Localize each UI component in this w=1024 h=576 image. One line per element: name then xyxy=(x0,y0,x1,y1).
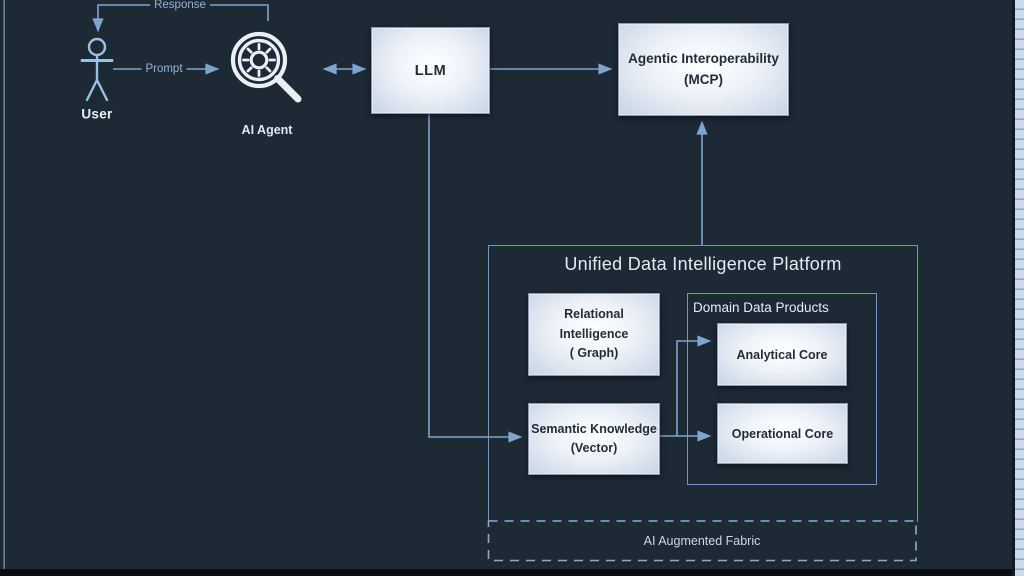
response-edge-label: Response xyxy=(150,0,210,11)
bottom-letterbox-bar xyxy=(0,569,1012,576)
domain-container: Domain Data Products xyxy=(687,293,877,485)
mcp-node: Agentic Interoperability (MCP) xyxy=(618,23,789,116)
ai-agent-magnifier-gear-icon xyxy=(230,31,302,103)
platform-container: Unified Data Intelligence Platform xyxy=(488,245,918,522)
llm-node: LLM xyxy=(371,27,490,114)
analytical-core-node: Analytical Core xyxy=(717,323,847,386)
semantic-analytical-connector xyxy=(676,335,712,436)
user-figure-icon xyxy=(80,37,114,102)
ai-agent-label: AI Agent xyxy=(241,123,293,137)
right-ruler-strip xyxy=(1012,0,1024,576)
fabric-label: AI Augmented Fabric xyxy=(643,534,761,548)
mcp-label-line2: (MCP) xyxy=(684,71,723,87)
operational-core-node: Operational Core xyxy=(717,403,848,464)
relational-label-line2: ( Graph) xyxy=(569,346,619,361)
relational-label-line1: Relational Intelligence xyxy=(559,307,629,341)
semantic-label-line1: Semantic Knowledge xyxy=(531,421,657,436)
relational-intelligence-node: Relational Intelligence ( Graph) xyxy=(528,293,660,376)
operational-label: Operational Core xyxy=(731,426,834,441)
semantic-knowledge-node: Semantic Knowledge (Vector) xyxy=(528,403,660,475)
llm-label: LLM xyxy=(414,62,447,79)
fabric-dashed-border xyxy=(487,520,917,562)
analytical-label: Analytical Core xyxy=(736,347,828,362)
mcp-label-line1: Agentic Interoperability xyxy=(628,51,779,67)
user-label: User xyxy=(81,106,113,122)
slide-left-edge xyxy=(3,0,5,576)
domain-title: Domain Data Products xyxy=(693,300,829,315)
prompt-edge-label: Prompt xyxy=(141,63,187,75)
platform-title: Unified Data Intelligence Platform xyxy=(564,254,842,274)
llm-semantic-connector xyxy=(428,113,523,443)
semantic-label-line2: (Vector) xyxy=(570,441,618,455)
